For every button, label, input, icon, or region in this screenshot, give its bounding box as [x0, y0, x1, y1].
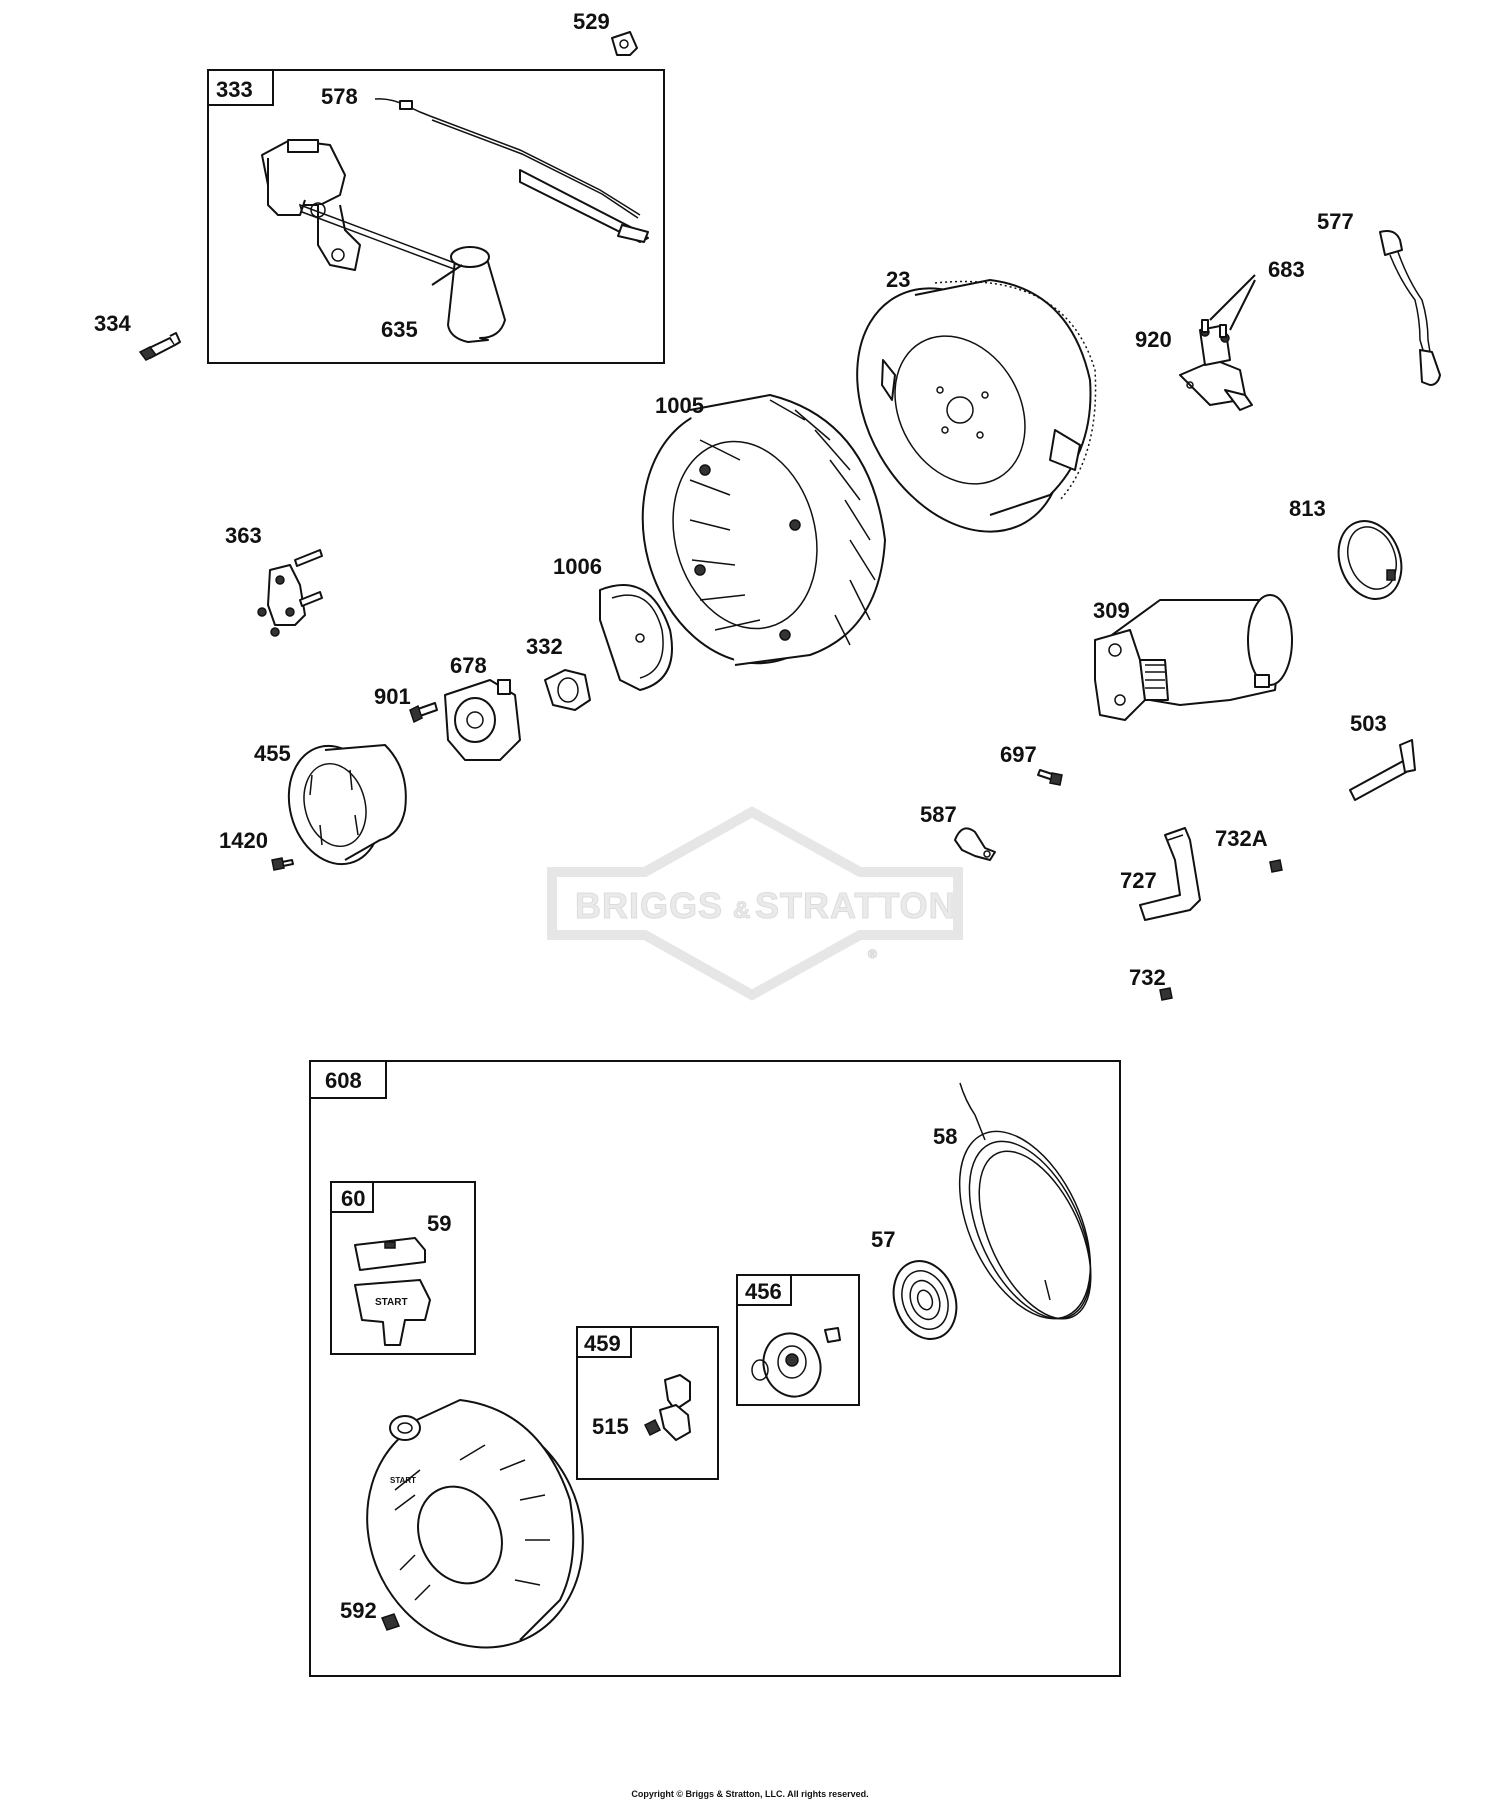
part-732-nut — [1159, 987, 1173, 1001]
kit-60-tab — [330, 1181, 374, 1213]
part-515-pawl — [643, 1374, 691, 1441]
watermark-registered: ® — [868, 947, 878, 961]
label-60: 60 — [341, 1186, 365, 1211]
kit-456-frame — [736, 1274, 860, 1406]
part-813-band-clamp — [1337, 520, 1403, 600]
part-732a-screw — [1269, 859, 1283, 873]
label-813: 813 — [1289, 496, 1326, 521]
part-ignition-coil — [261, 139, 506, 343]
kit-60-frame — [330, 1181, 476, 1355]
label-635: 635 — [381, 317, 418, 342]
label-578: 578 — [321, 84, 358, 109]
label-23: 23 — [886, 267, 910, 292]
label-920: 920 — [1135, 327, 1172, 352]
part-678-clutch — [444, 679, 521, 761]
part-332-nut — [544, 669, 591, 711]
label-332: 332 — [526, 634, 563, 659]
part-901-screw — [409, 702, 438, 724]
part-57-rewind-spring — [892, 1260, 958, 1340]
label-587: 587 — [920, 802, 957, 827]
label-363: 363 — [225, 523, 262, 548]
part-727-bracket — [1139, 827, 1201, 921]
label-608: 608 — [325, 1068, 362, 1093]
part-529-grommet — [611, 31, 638, 56]
kit-459-frame — [576, 1326, 719, 1480]
part-577-starter-cable — [1379, 230, 1441, 386]
label-515: 515 — [592, 1414, 629, 1439]
label-901: 901 — [374, 684, 411, 709]
part-1420-screw — [271, 857, 294, 871]
label-57: 57 — [871, 1227, 895, 1252]
label-333: 333 — [216, 77, 253, 102]
part-1005-fan-housing — [641, 394, 886, 666]
part-starter-handle: START — [354, 1279, 431, 1346]
part-59-handle-insert — [354, 1237, 426, 1271]
part-309-starter-motor — [1094, 594, 1293, 721]
part-23-flywheel — [856, 279, 1097, 533]
label-529: 529 — [573, 9, 610, 34]
label-732A: 732A — [1215, 826, 1268, 851]
part-587-clip — [954, 827, 996, 861]
label-732: 732 — [1129, 965, 1166, 990]
label-1005: 1005 — [655, 393, 704, 418]
part-592-nut — [380, 1613, 401, 1631]
label-577: 577 — [1317, 209, 1354, 234]
part-456-pulley — [751, 1327, 841, 1398]
callout-labels: 529 333 578 635 334 23 577 683 920 1005 … — [94, 9, 1387, 1623]
part-697-screw — [1037, 769, 1063, 786]
label-1420: 1420 — [219, 828, 268, 853]
watermark-left: BRIGGS — [575, 885, 723, 926]
label-683: 683 — [1268, 257, 1305, 282]
label-334: 334 — [94, 311, 131, 336]
part-rewind-starter-housing: START — [366, 1399, 584, 1649]
label-727: 727 — [1120, 868, 1157, 893]
watermark-right: STRATTON — [755, 885, 956, 926]
part-455-starter-cup — [287, 744, 407, 866]
label-503: 503 — [1350, 711, 1387, 736]
copyright-notice: Copyright © Briggs & Stratton, LLC. All … — [631, 1789, 868, 1799]
handle-start-text: START — [375, 1297, 408, 1308]
briggs-stratton-watermark: BRIGGS & STRATTON ® — [547, 806, 963, 1001]
label-697: 697 — [1000, 742, 1037, 767]
label-592: 592 — [340, 1598, 377, 1623]
watermark-amp: & — [733, 897, 751, 924]
part-920-solenoid — [1179, 274, 1256, 411]
label-58: 58 — [933, 1124, 957, 1149]
kit-456-tab — [736, 1274, 792, 1306]
label-455: 455 — [254, 741, 291, 766]
part-363-bracket — [257, 549, 323, 637]
shroud-start-text: START — [390, 1476, 416, 1485]
kit-333-tab — [207, 69, 274, 106]
label-309: 309 — [1093, 598, 1130, 623]
part-334-screw — [138, 332, 181, 361]
part-578-wire-harness — [374, 98, 649, 243]
label-1006: 1006 — [553, 554, 602, 579]
part-58-starter-rope — [958, 1082, 1092, 1320]
label-459: 459 — [584, 1331, 621, 1356]
kit-608-frame — [309, 1060, 1121, 1677]
label-59: 59 — [427, 1211, 451, 1236]
label-456: 456 — [745, 1279, 782, 1304]
part-1006-screen — [599, 584, 673, 691]
part-503-bracket — [1349, 739, 1416, 801]
kit-333-frame — [207, 69, 665, 364]
label-678: 678 — [450, 653, 487, 678]
kit-608-tab — [309, 1060, 387, 1099]
kit-459-tab — [576, 1326, 632, 1358]
